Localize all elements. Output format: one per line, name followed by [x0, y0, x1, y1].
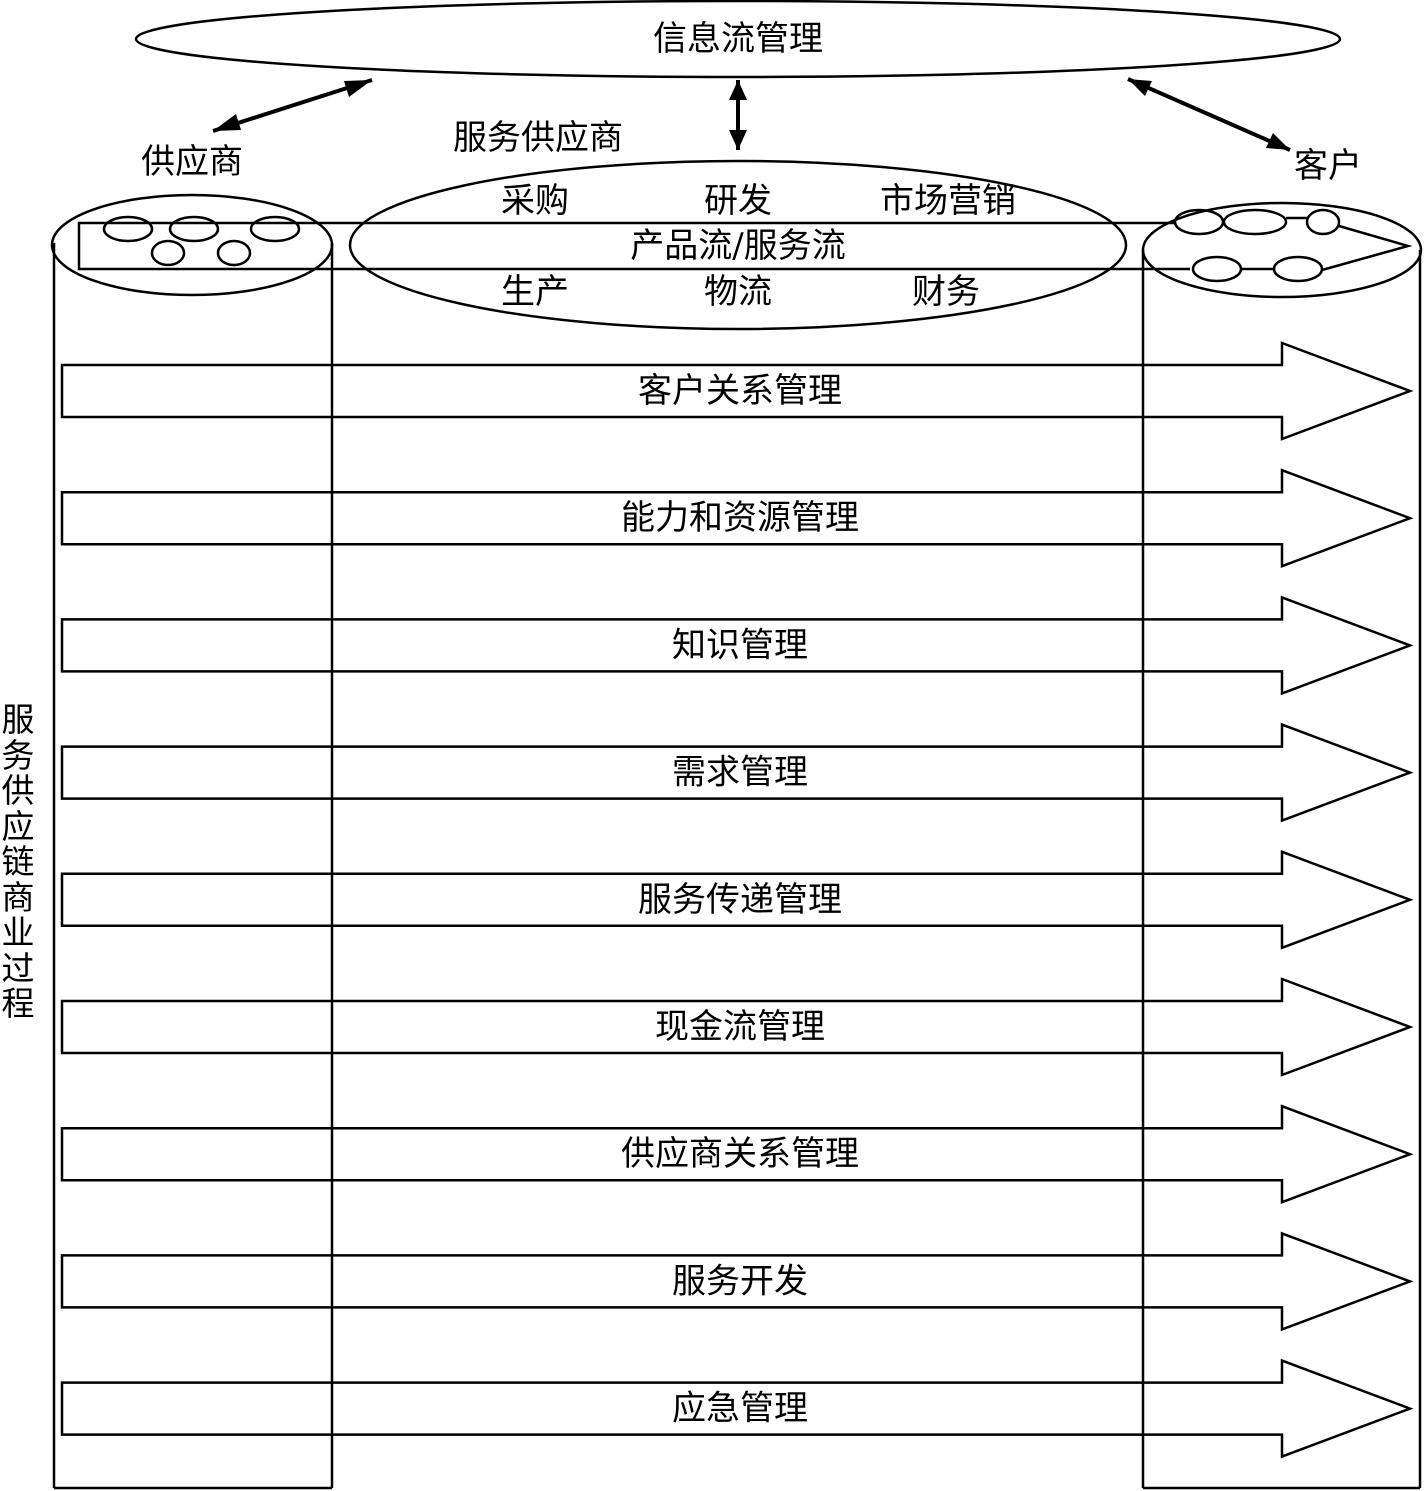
process-arrows: 客户关系管理能力和资源管理知识管理需求管理服务传递管理现金流管理供应商关系管理服… — [60, 341, 1414, 1459]
product-flow-band: 产品流/服务流 采购 研发 市场营销 生产 物流 财务 — [50, 159, 1423, 331]
arrow-head-icon — [344, 80, 372, 97]
process-arrow-shape — [60, 341, 1414, 441]
customer-info-arrow — [1127, 77, 1291, 152]
function-label-bottom: 财务 — [912, 272, 980, 312]
process-label: 服务传递管理 — [638, 880, 842, 920]
customer-flow-loop — [1321, 224, 1413, 272]
info-flow-ellipse — [134, 0, 1342, 79]
function-label-bottom: 生产 — [501, 272, 569, 312]
process-arrow-shape — [60, 595, 1414, 696]
supplier-cylinder-top — [50, 193, 334, 297]
process-arrow-shape — [60, 977, 1414, 1077]
info-flow-label: 信息流管理 — [653, 19, 823, 59]
info-flow-node: 信息流管理 — [134, 0, 1342, 79]
process-arrow: 现金流管理 — [60, 977, 1414, 1077]
side-label: 服务供应链商业过程 — [1, 700, 35, 1023]
product-flow-label: 产品流/服务流 — [630, 226, 845, 266]
process-arrow: 应急管理 — [60, 1358, 1414, 1459]
process-arrow: 服务开发 — [60, 1231, 1414, 1332]
process-arrow-shape — [60, 1231, 1414, 1332]
supplier-node — [168, 215, 220, 243]
process-arrow: 需求管理 — [60, 722, 1414, 823]
process-arrow: 能力和资源管理 — [60, 468, 1414, 569]
arrow-head-icon — [729, 130, 747, 150]
process-arrow: 知识管理 — [60, 595, 1414, 696]
process-label: 现金流管理 — [655, 1007, 825, 1047]
customer-cylinder-top — [1141, 201, 1423, 299]
process-arrow: 客户关系管理 — [60, 341, 1414, 441]
arrow-head-icon — [213, 114, 241, 131]
customer-node — [1173, 208, 1225, 236]
process-label: 需求管理 — [672, 753, 808, 793]
process-label: 服务开发 — [672, 1261, 808, 1301]
function-label-top: 研发 — [704, 181, 772, 221]
supplier-node — [249, 215, 301, 243]
supplier-node — [216, 239, 252, 267]
function-label-bottom: 物流 — [704, 272, 772, 312]
arrow-head-icon — [729, 80, 747, 100]
process-arrow-shape — [60, 849, 1414, 950]
connector-arrows — [212, 77, 1291, 152]
process-label: 应急管理 — [672, 1389, 808, 1429]
supplier-cylinder — [52, 243, 334, 1490]
arrow-head-icon — [1266, 133, 1290, 150]
process-label: 知识管理 — [672, 625, 808, 665]
customer-cylinder — [1141, 250, 1422, 1490]
function-label-top: 采购 — [501, 181, 569, 221]
process-arrow-shape — [60, 1104, 1414, 1205]
supplier-label: 供应商 — [141, 142, 243, 182]
customer-node — [1222, 208, 1288, 236]
process-arrow-shape — [60, 1358, 1414, 1459]
process-label: 能力和资源管理 — [621, 498, 859, 538]
supplier-node — [150, 239, 186, 267]
arrow-head-icon — [1128, 79, 1152, 96]
process-arrow-shape — [60, 722, 1414, 823]
supplier-info-arrow — [212, 78, 373, 133]
process-arrow: 服务传递管理 — [60, 849, 1414, 950]
customer-node — [1305, 208, 1341, 236]
service-provider-label: 服务供应商 — [453, 118, 623, 158]
customer-label: 客户 — [1294, 146, 1362, 186]
process-label: 供应商关系管理 — [621, 1134, 859, 1174]
customer-node — [1191, 255, 1243, 283]
customer-node — [1272, 255, 1324, 283]
function-label-top: 市场营销 — [880, 181, 1016, 221]
process-arrow-shape — [60, 468, 1414, 569]
process-label: 客户关系管理 — [638, 371, 842, 411]
supplier-node — [102, 215, 154, 243]
process-arrow: 供应商关系管理 — [60, 1104, 1414, 1205]
service-provider-ellipse — [348, 159, 1128, 331]
product-flow-channel — [77, 221, 1190, 271]
